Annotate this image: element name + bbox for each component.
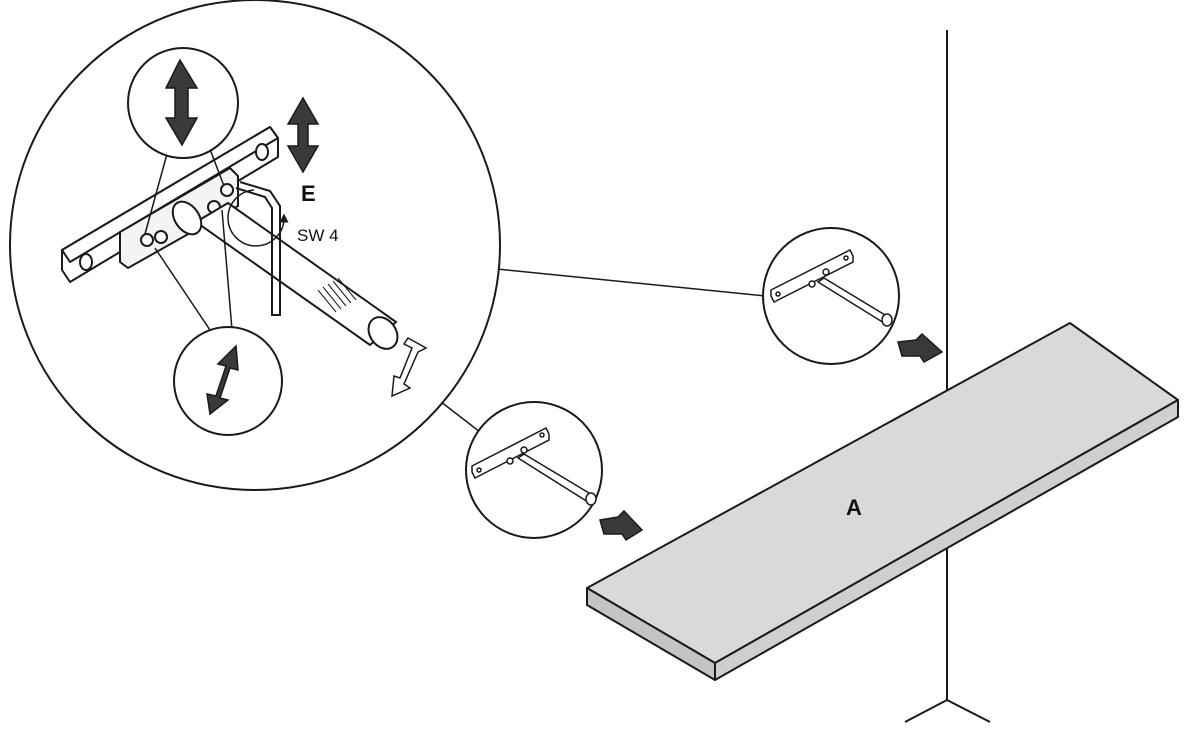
- mounting-bracket-plate: [61, 126, 279, 283]
- bracket-part-label: E: [301, 181, 316, 206]
- support-pin: [171, 200, 399, 350]
- double-arrow-diagonal-icon: [206, 344, 239, 416]
- shelf-top-face: [586, 322, 1179, 664]
- shelf-board: [586, 322, 1179, 681]
- shelf-part-label: A: [846, 495, 862, 520]
- bracket-view-right: [762, 227, 900, 365]
- adjust-arrow-icon: [391, 337, 428, 398]
- shelf-side-face: [714, 399, 1179, 681]
- bracket-detail-view: [9, 0, 501, 491]
- wall-corner: [904, 30, 991, 723]
- push-arrow-icon: [599, 509, 644, 542]
- push-arrow-icon: [897, 332, 944, 363]
- zoom-circle-top: [127, 47, 239, 159]
- double-arrow-vertical-icon: [286, 96, 320, 174]
- double-arrow-vertical-icon: [164, 58, 199, 147]
- hex-key-icon: [235, 181, 281, 316]
- zoom-circle-bottom: [173, 326, 283, 436]
- rotate-arrow-icon: [227, 189, 289, 247]
- tool-size-label: SW 4: [297, 226, 339, 245]
- bracket-view-left: [465, 401, 603, 539]
- detail-leader-lines: [435, 267, 766, 433]
